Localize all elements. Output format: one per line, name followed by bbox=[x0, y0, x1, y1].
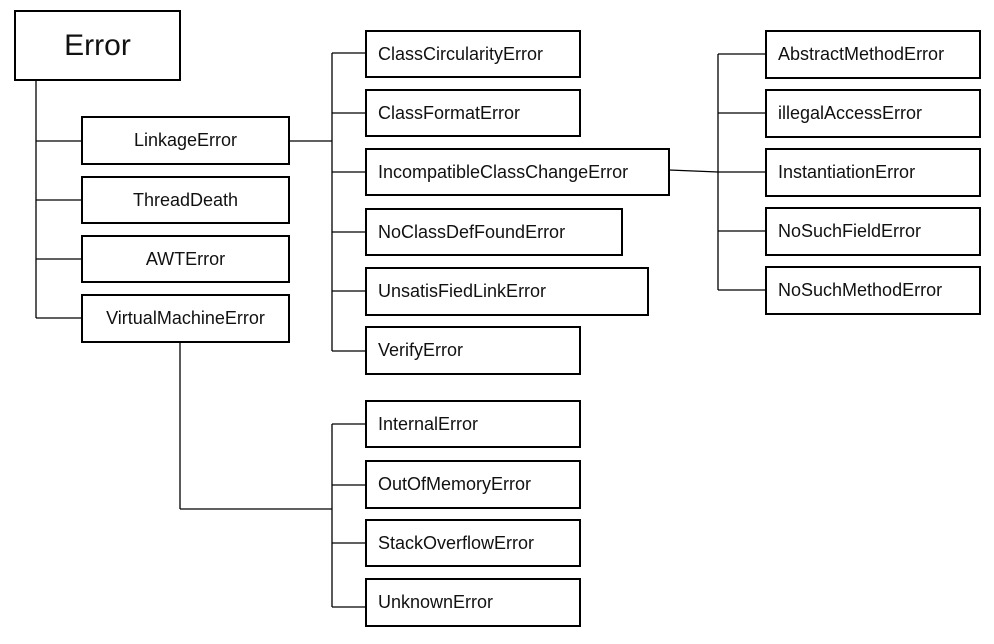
node-no-such-method-error: NoSuchMethodError bbox=[765, 266, 981, 315]
node-linkage-error: LinkageError bbox=[81, 116, 290, 165]
node-class-circularity-error: ClassCircularityError bbox=[365, 30, 581, 78]
node-internal-error: InternalError bbox=[365, 400, 581, 448]
node-no-such-field-error: NoSuchFieldError bbox=[765, 207, 981, 256]
node-illegal-access-error: illegalAccessError bbox=[765, 89, 981, 138]
node-thread-death: ThreadDeath bbox=[81, 176, 290, 224]
node-out-of-memory-error: OutOfMemoryError bbox=[365, 460, 581, 509]
node-virtual-machine-error: VirtualMachineError bbox=[81, 294, 290, 343]
node-unknown-error: UnknownError bbox=[365, 578, 581, 627]
node-awt-error: AWTError bbox=[81, 235, 290, 283]
node-no-class-def-found-error: NoClassDefFoundError bbox=[365, 208, 623, 256]
node-stack-overflow-error: StackOverflowError bbox=[365, 519, 581, 567]
node-verify-error: VerifyError bbox=[365, 326, 581, 375]
node-incompatible-class-change-error: IncompatibleClassChangeError bbox=[365, 148, 670, 196]
node-class-format-error: ClassFormatError bbox=[365, 89, 581, 137]
node-instantiation-error: InstantiationError bbox=[765, 148, 981, 197]
node-unsatisfied-link-error: UnsatisFiedLinkError bbox=[365, 267, 649, 316]
node-error: Error bbox=[14, 10, 181, 81]
node-abstract-method-error: AbstractMethodError bbox=[765, 30, 981, 79]
